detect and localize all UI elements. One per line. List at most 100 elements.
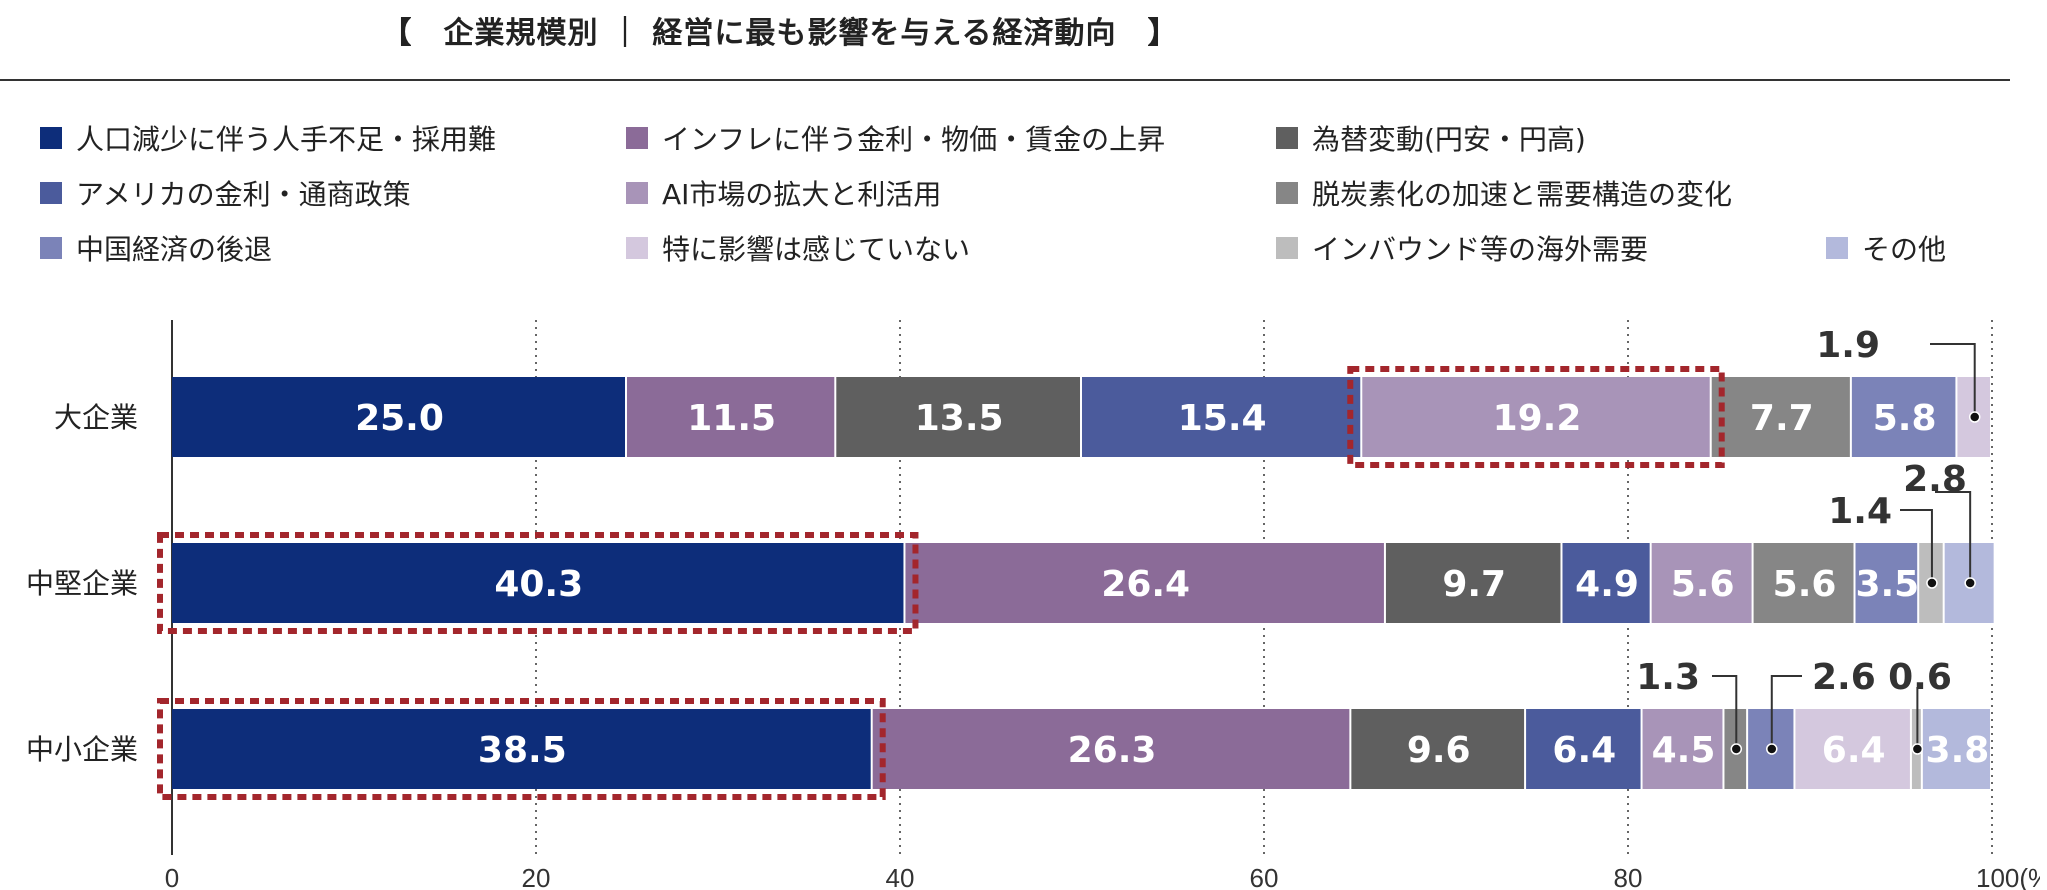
bar-segment [1753, 543, 1854, 623]
callout-dot [1766, 743, 1778, 755]
legend-swatch [1276, 182, 1298, 204]
legend-label: AI市場の拡大と利活用 [662, 178, 942, 211]
legend-swatch [1826, 237, 1848, 259]
legend-label: 脱炭素化の加速と需要構造の変化 [1312, 178, 1733, 211]
legend-item: アメリカの金利・通商政策 [40, 173, 411, 213]
legend-item: 特に影響は感じていない [626, 228, 970, 268]
data-label: 5.8 [1873, 398, 1937, 439]
bar-segment [1362, 377, 1710, 457]
legend-item: インバウンド等の海外需要 [1276, 228, 1648, 268]
bar-segment [1562, 543, 1650, 623]
legend-label: アメリカの金利・通商政策 [76, 178, 411, 211]
x-tick-label: 20 [522, 863, 551, 890]
bar-segment [1642, 709, 1723, 789]
legend-swatch [626, 182, 648, 204]
legend-item: 中国経済の後退 [40, 228, 272, 268]
bar-segment [1526, 709, 1641, 789]
callout-leader [1930, 343, 1976, 417]
legend-label: その他 [1862, 233, 1947, 266]
legend-item: 脱炭素化の加速と需要構造の変化 [1276, 173, 1732, 213]
legend-label: 特に影響は感じていない [662, 233, 971, 266]
legend-item: その他 [1826, 228, 1946, 268]
legend-swatch [40, 182, 62, 204]
callout-leader [1935, 491, 1972, 583]
data-label: 13.5 [915, 398, 1004, 439]
legend-item: 人口減少に伴う人手不足・採用難 [40, 118, 496, 158]
data-label: 4.5 [1652, 730, 1716, 771]
callout-dot [1968, 411, 1981, 423]
data-label: 4.9 [1575, 564, 1639, 605]
legend-item: インフレに伴う金利・物価・賃金の上昇 [626, 118, 1165, 158]
highlight-box [1347, 366, 1725, 468]
category-label: 大企業 [54, 401, 138, 434]
callout-leader [1900, 509, 1933, 583]
bar-segment [172, 377, 625, 457]
legend-label: 人口減少に伴う人手不足・採用難 [76, 123, 497, 156]
bar-segment [172, 709, 871, 789]
bar-segment [1385, 543, 1561, 623]
title-divider [0, 79, 2010, 81]
legend-label: 為替変動(円安・円高) [1312, 123, 1586, 156]
page-title: 【 企業規模別 ｜ 経営に最も影響を与える経済動向 】 [381, 16, 1179, 51]
bar-segment [1651, 543, 1752, 623]
callout-label: 1.4 [1828, 491, 1892, 532]
callout-dot [1911, 743, 1924, 755]
legend-label: 中国経済の後退 [76, 233, 273, 266]
bar-segment [172, 543, 904, 623]
callout-label: 1.3 [1636, 657, 1700, 698]
legend-swatch [40, 127, 62, 149]
data-label: 11.5 [687, 398, 776, 439]
data-label: 6.4 [1552, 730, 1616, 771]
data-label: 15.4 [1178, 398, 1267, 439]
highlight-box [157, 698, 886, 800]
data-label: 5.6 [1671, 564, 1735, 605]
highlight-box [157, 532, 919, 634]
x-tick-label: 100(%) [1976, 863, 2040, 890]
data-label: 40.3 [494, 564, 583, 605]
bar-segment [905, 543, 1384, 623]
bar-segment [627, 377, 835, 457]
callout-leader [1712, 675, 1738, 749]
callout-dot [1730, 743, 1743, 755]
callout-label: 0.6 [1888, 657, 1952, 698]
data-label: 5.6 [1773, 564, 1837, 605]
legend-swatch [626, 127, 648, 149]
callout-label: 1.9 [1816, 325, 1880, 366]
x-tick-label: 40 [886, 863, 915, 890]
bar-segment [1351, 709, 1525, 789]
bar-segment [872, 709, 1350, 789]
bar-segment [1711, 377, 1850, 457]
callout-dot [1964, 577, 1976, 589]
data-label: 38.5 [478, 730, 567, 771]
data-label: 9.6 [1407, 730, 1471, 771]
legend-swatch [1276, 237, 1298, 259]
bar-segment [1795, 709, 1910, 789]
x-tick-label: 0 [165, 863, 179, 890]
x-tick-label: 60 [1250, 863, 1279, 890]
callout-label: 2.6 [1812, 657, 1876, 698]
bar-segment [1851, 377, 1956, 457]
bar-segment [1922, 709, 1990, 789]
data-label: 9.7 [1442, 564, 1506, 605]
category-label: 中小企業 [26, 733, 138, 766]
legend-item: AI市場の拡大と利活用 [626, 173, 941, 213]
bar-segment [836, 377, 1080, 457]
data-label: 26.4 [1101, 564, 1190, 605]
legend: 人口減少に伴う人手不足・採用難 アメリカの金利・通商政策 中国経済の後退 インフ… [40, 118, 2020, 288]
legend-swatch [1276, 127, 1298, 149]
callout-label: 2.8 [1903, 459, 1967, 500]
data-label: 7.7 [1750, 398, 1814, 439]
bar-segment [1855, 543, 1918, 623]
x-tick-label: 80 [1614, 863, 1643, 890]
data-label: 19.2 [1493, 398, 1582, 439]
data-label: 6.4 [1822, 730, 1886, 771]
data-label: 3.5 [1855, 564, 1919, 605]
category-label: 中堅企業 [26, 567, 138, 600]
data-label: 26.3 [1068, 730, 1157, 771]
legend-swatch [40, 237, 62, 259]
bar-segment [1082, 377, 1361, 457]
data-label: 25.0 [355, 398, 444, 439]
callout-dot [1926, 577, 1938, 589]
data-label: 3.8 [1926, 730, 1990, 771]
